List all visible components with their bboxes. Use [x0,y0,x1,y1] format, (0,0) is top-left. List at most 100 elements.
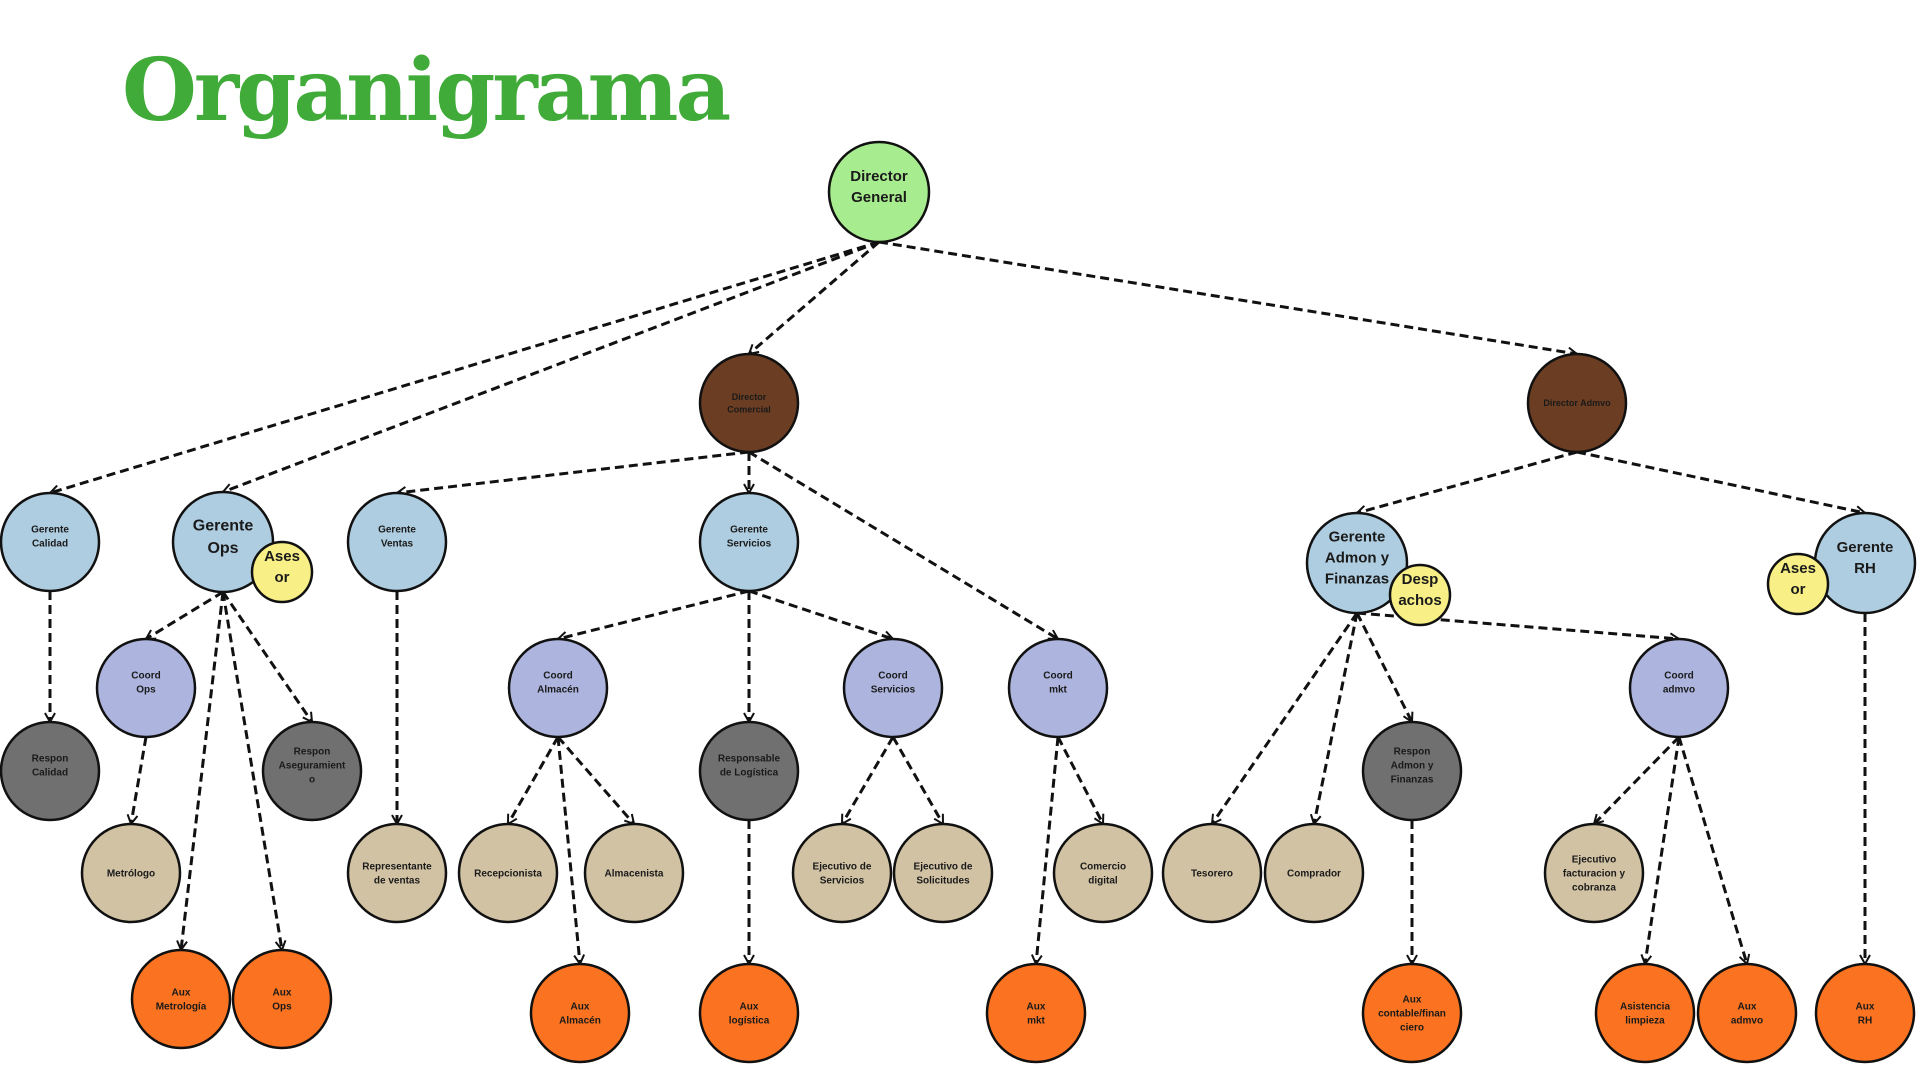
node-comp[interactable]: Comprador [1263,822,1365,924]
node-label: mkt [1027,1016,1045,1027]
node-circle [346,491,448,593]
node-circle [0,720,101,822]
node-circle [1766,552,1830,616]
node-circle [261,720,363,822]
connector-da-grh [1576,450,1865,513]
node-label: Almacenista [605,869,664,880]
node-rven[interactable]: Representante de ventas [346,822,448,924]
node-circle [0,491,101,593]
node-teso[interactable]: Tesorero [1161,822,1263,924]
node-label: o [309,775,315,786]
node-label: de ventas [374,876,421,887]
connector-cadm-efac [1594,735,1681,824]
node-label: RH [1854,560,1876,577]
node-label: Representante [362,862,432,873]
node-label: Ejecutivo de [914,862,973,873]
node-alma[interactable]: Almacenista [583,822,685,924]
node-circle [250,540,314,604]
node-circle [95,637,197,739]
connector-gser-calm [558,589,750,639]
node-metr[interactable]: Metrólogo [80,822,182,924]
node-label: Gerente [378,525,416,536]
node-label: Aux [172,988,191,999]
node-circle [1361,720,1463,822]
node-label: Director [732,392,767,402]
node-label: Respon [1394,747,1431,758]
node-circle [1628,637,1730,739]
node-circle [1696,962,1798,1064]
connector-calm-recp [506,736,560,824]
node-alim[interactable]: Asistencia limpieza [1594,962,1696,1064]
node-label: Tesorero [1191,869,1233,880]
node-label: Comprador [1287,869,1341,880]
connector-gaf-teso [1210,612,1359,824]
node-label: Aux [1738,1002,1757,1013]
node-label: Coord [131,671,160,682]
node-da[interactable]: Director Admvo [1526,352,1628,454]
page-title: Organigrama [122,40,731,141]
node-label: Ejecutivo [1572,855,1616,866]
connector-dc-cmkt [748,450,1058,641]
connector-gops-amet [181,591,225,950]
node-label: Servicios [727,539,772,550]
connector-cadm-aadm [1677,736,1747,964]
node-label: limpieza [1625,1016,1665,1027]
node-label: Director Admvo [1543,398,1611,408]
node-label: Finanzas [1391,775,1434,786]
node-label: Calidad [32,539,68,550]
connector-cser-esol [891,736,945,824]
node-circle [1814,962,1916,1064]
node-label: Comercio [1080,862,1126,873]
node-circle [80,822,182,924]
node-circle [346,822,448,924]
node-label: RH [1858,1016,1872,1027]
connector-gops-aops [221,591,282,950]
node-label: Aux [571,1002,590,1013]
node-label: Ases [1780,560,1816,577]
node-label: Gerente [730,525,768,536]
node-label: Aux [1856,1002,1875,1013]
node-label: mkt [1049,685,1067,696]
node-label: Aux [273,988,292,999]
connector-lines [50,240,1865,964]
node-label: cobranza [1572,883,1616,894]
node-recp[interactable]: Recepcionista [457,822,559,924]
node-circle [1263,822,1365,924]
connector-dg-da [878,240,1577,354]
node-label: Director [850,168,908,185]
node-label: Asistencia [1620,1002,1670,1013]
connector-da-gaf [1357,450,1578,513]
